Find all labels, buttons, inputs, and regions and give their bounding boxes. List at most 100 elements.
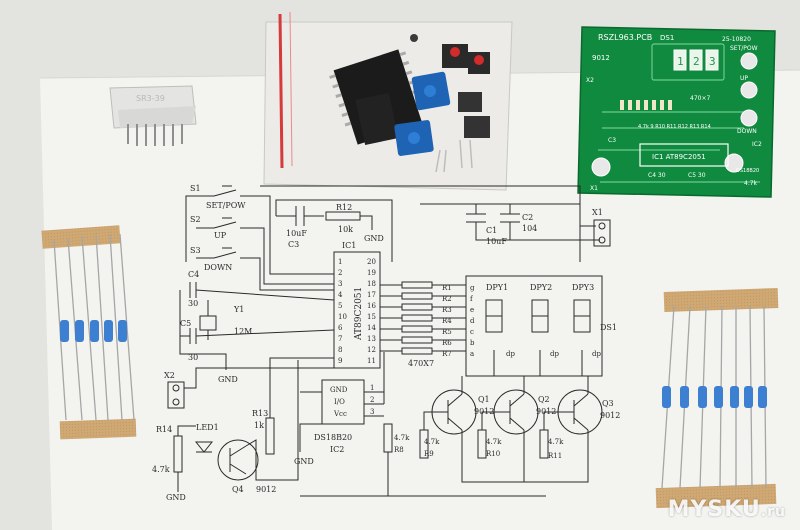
label-c1-val: 10uF [486, 237, 507, 246]
pcb-x1-label: X1 [590, 185, 598, 192]
pcb-4k7-label: 4.7k [744, 180, 758, 187]
label-pin-r16: 16 [367, 302, 376, 310]
label-seg-c: c [470, 328, 474, 336]
ic1-body [333, 251, 381, 369]
resistor-strip-right [655, 288, 779, 509]
label-ic2-pin3: 3 [370, 408, 374, 416]
label-q3: Q3 [602, 399, 614, 408]
label-y1-val: 12M [234, 327, 252, 336]
label-pin-r18: 18 [367, 280, 376, 288]
label-r9-val: 4.7k [424, 438, 440, 446]
label-ic2-io: I/O [334, 398, 345, 406]
label-pin-l4: 4 [338, 291, 343, 299]
label-ic2-pin2: 2 [370, 396, 374, 404]
label-seg-f: f [470, 295, 474, 303]
label-pin-r13: 13 [367, 335, 376, 343]
label-r13-val: 1k [254, 421, 264, 430]
label-c5-val: 30 [188, 353, 198, 362]
label-down: DOWN [204, 263, 232, 272]
label-r2: R2 [442, 295, 452, 303]
label-pin-l5: 5 [338, 302, 342, 310]
label-c2: C2 [522, 213, 533, 222]
watermark-brand: MYSKU [667, 497, 761, 522]
label-y1: Y1 [233, 305, 244, 314]
label-r3: R3 [442, 306, 452, 314]
label-ic1: IC1 [342, 241, 356, 250]
label-r7: R7 [442, 350, 452, 358]
label-q2: Q2 [538, 395, 550, 404]
label-c2-val: 104 [522, 224, 537, 233]
label-r1: R1 [442, 284, 452, 292]
label-r4: R4 [442, 317, 452, 325]
label-dpy1: DPY1 [486, 283, 508, 292]
label-pin-l9: 9 [338, 357, 342, 365]
pcb-setpow-label: SET/POW [730, 45, 758, 52]
label-c3: C3 [288, 240, 299, 249]
label-gnd-ic2: GND [294, 457, 314, 466]
label-ic2-gnd: GND [330, 386, 348, 394]
label-pin-r15: 15 [367, 313, 376, 321]
label-r5: R5 [442, 328, 452, 336]
label-ic2-pin1: 1 [370, 384, 374, 392]
label-r10-val: 4.7k [486, 438, 502, 446]
label-x1: X1 [592, 208, 603, 217]
label-ds1: DS1 [600, 323, 617, 332]
svg-text:2: 2 [693, 55, 700, 68]
label-pin-r19: 19 [367, 269, 376, 277]
switch-s3 [196, 247, 258, 259]
label-pin-l2: 2 [338, 269, 342, 277]
label-setpow: SET/POW [206, 201, 246, 210]
label-dpy3: DPY3 [572, 283, 594, 292]
label-r10: R10 [486, 450, 500, 458]
pcb-c4-label: C4 30 [648, 172, 666, 179]
label-gnd-xtal: GND [218, 375, 238, 384]
pcb-ds18b20-label: DS18B20 [736, 168, 759, 174]
label-ic1-part: AT89C2051 [354, 287, 364, 341]
label-dpy2: DPY2 [530, 283, 552, 292]
label-pin-l3: 3 [338, 280, 342, 288]
label-dp2: dp [550, 350, 559, 358]
pcb-date: 25-10820 [722, 36, 751, 43]
label-gnd-led: GND [166, 493, 186, 502]
label-r12-val: 10k [338, 225, 353, 234]
label-r11: R11 [548, 452, 562, 460]
component-bag [263, 11, 513, 191]
led-display-module: SR3-39 [109, 85, 197, 146]
pcb-c3-label: C3 [608, 137, 616, 144]
label-q2-val: 9012 [536, 407, 556, 416]
label-dp3: dp [592, 350, 601, 358]
pcb-res-label: 470×7 [690, 95, 710, 102]
schematic-labels: S1 SET/POW S2 UP S3 DOWN IC1 AT89C2051 1… [152, 184, 620, 502]
pcb-down-label: DOWN [737, 128, 757, 135]
label-q4-val: 9012 [256, 485, 276, 494]
label-led1: LED1 [196, 423, 219, 432]
label-up: UP [214, 231, 227, 240]
watermark-domain: .ru [760, 504, 786, 520]
label-x2: X2 [164, 371, 175, 380]
blue-terminal [394, 71, 451, 156]
pcb-c5-label: C5 30 [688, 172, 706, 179]
label-r14-val: 4.7k [152, 465, 170, 474]
ic2-body [321, 379, 365, 425]
switch-s1 [196, 185, 258, 197]
label-c4-val: 30 [188, 299, 198, 308]
label-seg-e: e [470, 306, 474, 314]
label-pin-l6: 6 [338, 324, 343, 332]
label-r8: R8 [394, 446, 404, 454]
pcb-title: RSZL963.PCB [598, 33, 652, 42]
label-r13: R13 [252, 409, 268, 418]
label-pin-r11: 11 [367, 357, 376, 365]
pcb-up-label: UP [740, 75, 748, 82]
label-q3-val: 9012 [600, 411, 620, 420]
label-s3: S3 [190, 246, 201, 255]
svg-text:3: 3 [709, 55, 716, 68]
label-dp1: dp [506, 350, 515, 358]
label-res-array: 470X7 [408, 359, 434, 368]
label-r8-val: 4.7k [394, 434, 410, 442]
svg-text:1: 1 [677, 55, 684, 68]
label-r6: R6 [442, 339, 452, 347]
label-pin-r12: 12 [367, 346, 376, 354]
label-c4: C4 [188, 270, 199, 279]
label-seg-a: a [470, 350, 474, 358]
